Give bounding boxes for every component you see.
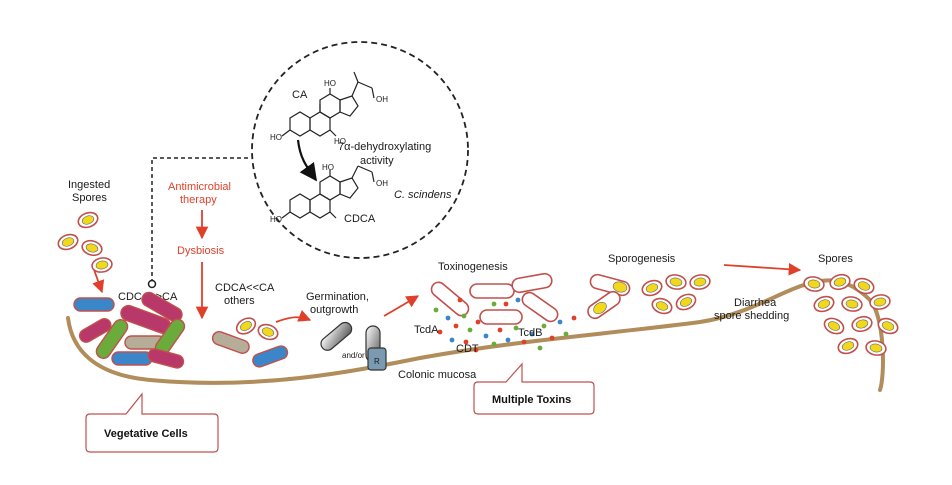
tcda-label: TcdA: [414, 324, 439, 336]
conversion-arrow: [296, 139, 318, 182]
shed-spore-group: [803, 273, 899, 356]
cdca-lt-ca-line1: CDCA<<CA: [215, 282, 275, 294]
multiple-toxins-callout-text: Multiple Toxins: [492, 394, 571, 406]
colonic-mucosa-line: [66, 278, 885, 392]
ingested-spores-line2: Spores: [72, 192, 107, 204]
spore: [877, 317, 899, 335]
toxin-producing-cells: [430, 272, 559, 325]
vegetative-cells-callout-text: Vegetative Cells: [104, 428, 188, 440]
ca-hydroxyl-right: HO: [334, 137, 346, 146]
toxinogenesis-label: Toxinogenesis: [438, 261, 508, 273]
sporogenesis-label: Sporogenesis: [608, 253, 676, 265]
toxin-particles: [433, 297, 577, 353]
vegetative-cell: [111, 351, 153, 366]
inset-connector: [151, 157, 248, 280]
spore: [837, 337, 859, 355]
vegetative-cell: [521, 291, 559, 323]
vegetative-cell: [78, 317, 112, 343]
colonic-mucosa-label: Colonic mucosa: [398, 369, 477, 381]
cdca-hydroxyl-top: HO: [322, 163, 334, 172]
vegetative-cell: [479, 309, 523, 325]
germinating-cell: [320, 321, 353, 351]
vegetative-cell: [147, 348, 185, 369]
spore: [675, 293, 697, 311]
spore: [593, 301, 607, 315]
diarrhea-line2: spore shedding: [714, 310, 789, 322]
spore: [865, 340, 887, 356]
cdca-hydroxyl-left: HO: [270, 215, 282, 224]
spore: [823, 317, 845, 335]
to-germination-arrow: [275, 309, 312, 323]
cdca-structure: [281, 165, 375, 219]
spore: [829, 273, 851, 291]
spore: [57, 233, 79, 251]
bile-acid-inset: [251, 41, 469, 259]
spore: [91, 257, 113, 273]
vegetative-cell: [469, 283, 515, 299]
spore: [651, 297, 673, 315]
spore: [803, 276, 825, 292]
spore: [612, 281, 628, 293]
ingested-spores-line1: Ingested: [68, 179, 110, 191]
tcdb-label: TcdB: [518, 327, 542, 339]
cdca-lt-ca-line2: others: [224, 295, 255, 307]
antimicrobial-line2: therapy: [180, 194, 217, 206]
germinating-cells: and/or R: [320, 321, 387, 371]
inset-connector-end: [147, 279, 157, 289]
c-scindens-label: C. scindens: [394, 189, 452, 201]
spore: [689, 274, 711, 290]
vegetative-cells-cluster: [73, 291, 186, 369]
to-spores-arrow: [723, 262, 802, 276]
vegetative-cell: [511, 272, 553, 294]
ca-structure: [281, 71, 375, 137]
spores-label: Spores: [818, 253, 853, 265]
and-or-label: and/or: [342, 351, 365, 360]
vegetative-cell: [73, 297, 115, 312]
ca-hydroxyl-left: HO: [270, 133, 282, 142]
receptor-label: R: [374, 357, 380, 366]
spore: [853, 277, 875, 295]
germination-line2: outgrowth: [310, 304, 358, 316]
spore: [257, 323, 279, 341]
spore: [235, 317, 257, 335]
antimicrobial-line1: Antimicrobial: [168, 181, 231, 193]
cdt-label: CDT: [456, 343, 479, 355]
spore: [81, 239, 103, 257]
spore: [77, 211, 99, 229]
multiple-toxins-callout: Multiple Toxins: [473, 362, 595, 415]
germination-line1: Germination,: [306, 291, 369, 303]
sporulating-cells: [587, 273, 631, 320]
vegetative-cells-callout: Vegetative Cells: [85, 392, 219, 453]
vegetative-cell: [430, 281, 470, 317]
ca-hydroxyl-top: HO: [324, 79, 336, 88]
ingested-spore-group: [57, 211, 113, 273]
cdca-carboxyl: OH: [376, 179, 388, 188]
vegetative-cell: [141, 291, 183, 323]
spore: [641, 279, 663, 297]
spore: [813, 295, 835, 313]
activity-label-line1: 7α-dehydroxylating: [338, 141, 431, 153]
cdca-label: CDCA: [344, 213, 376, 225]
post-dysbiosis-cells: [211, 317, 289, 368]
spore: [851, 315, 873, 333]
vegetative-cell: [211, 330, 250, 354]
spore: [869, 294, 891, 310]
dysbiosis-label: Dysbiosis: [177, 245, 225, 257]
to-toxinogenesis-arrow: [383, 295, 420, 317]
spore: [841, 296, 863, 312]
spore: [665, 274, 687, 290]
vegetative-cell: [95, 319, 129, 359]
ca-label: CA: [292, 89, 308, 101]
ca-carboxyl: OH: [376, 95, 388, 104]
activity-label-line2: activity: [360, 155, 394, 167]
released-spore-group: [641, 274, 711, 315]
vegetative-cell: [252, 345, 289, 368]
receptor: [367, 347, 387, 371]
diarrhea-line1: Diarrhea: [734, 297, 777, 309]
